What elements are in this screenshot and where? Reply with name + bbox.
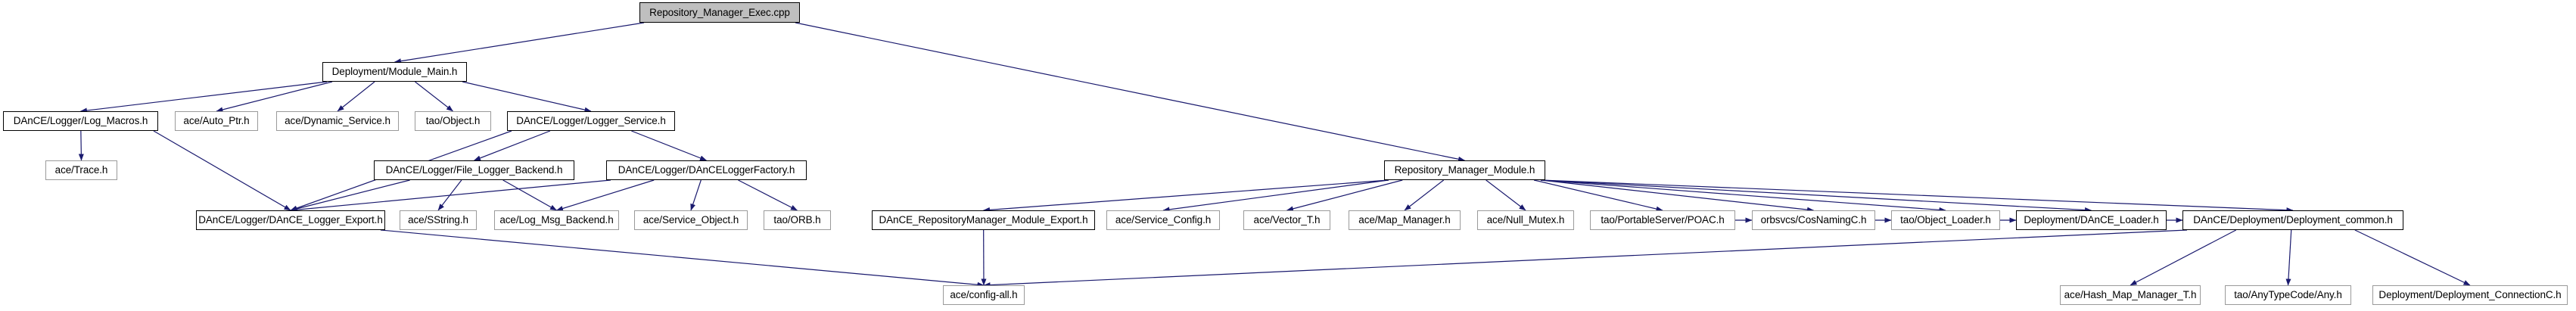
graph-node-label: ace/Null_Mutex.h <box>1486 214 1565 226</box>
graph-node-label: Repository_Manager_Module.h <box>1394 164 1535 176</box>
graph-edge <box>380 229 985 288</box>
graph-node-label: ace/Log_Msg_Backend.h <box>499 214 614 226</box>
graph-node-label: Deployment/DAnCE_Loader.h <box>2024 214 2159 226</box>
graph-node[interactable]: DAnCE_RepositoryManager_Module_Export.h <box>872 210 1095 230</box>
graph-node[interactable]: Deployment/Deployment_ConnectionC.h <box>2372 285 2568 305</box>
graph-edge <box>1162 179 1389 213</box>
graph-node-label: ace/Auto_Ptr.h <box>183 115 250 127</box>
graph-edge <box>337 81 375 112</box>
graph-node[interactable]: ace/Trace.h <box>45 160 117 180</box>
graph-node-label: ace/config-all.h <box>950 289 1018 301</box>
graph-node[interactable]: Repository_Manager_Exec.cpp <box>639 2 800 23</box>
graph-node-label: tao/PortableServer/POAC.h <box>1601 214 1725 226</box>
graph-edge <box>474 130 551 161</box>
graph-edge <box>415 81 453 112</box>
graph-node-label: ace/Vector_T.h <box>1253 214 1321 226</box>
graph-edge <box>1533 179 1663 212</box>
graph-node-label: tao/Object_Loader.h <box>1900 214 1991 226</box>
graph-edge <box>1540 179 1814 213</box>
graph-node[interactable]: orbsvcs/CosNamingC.h <box>1752 210 1875 230</box>
graph-edge <box>795 22 1465 162</box>
graph-node-label: DAnCE/Logger/Log_Macros.h <box>13 115 148 127</box>
graph-edge <box>1540 179 2092 213</box>
graph-edge <box>1540 179 1946 213</box>
graph-edge <box>1404 179 1445 211</box>
graph-node[interactable]: Deployment/DAnCE_Loader.h <box>2016 210 2167 230</box>
graph-node-label: ace/Hash_Map_Manager_T.h <box>2064 289 2197 301</box>
graph-edge <box>502 179 557 211</box>
graph-node-label: DAnCE/Logger/Logger_Service.h <box>516 115 666 127</box>
graph-edge <box>290 179 611 213</box>
graph-node[interactable]: ace/Service_Object.h <box>634 210 748 230</box>
graph-edge <box>738 179 798 211</box>
graph-node[interactable]: ace/config-all.h <box>943 285 1025 305</box>
graph-node-label: Repository_Manager_Exec.cpp <box>649 6 790 18</box>
graph-edge <box>80 81 328 114</box>
graph-edge <box>983 229 2188 288</box>
graph-node-label: DAnCE/Deployment/Deployment_common.h <box>2193 214 2393 226</box>
graph-node[interactable]: tao/ORB.h <box>764 210 831 230</box>
graph-node[interactable]: ace/Hash_Map_Manager_T.h <box>2060 285 2201 305</box>
graph-edge <box>2130 229 2237 286</box>
graph-edge <box>2285 229 2292 286</box>
graph-edge <box>1486 179 1526 211</box>
graph-node[interactable]: tao/Object.h <box>415 111 491 131</box>
graph-node[interactable]: ace/SString.h <box>400 210 477 230</box>
graph-edge <box>394 22 645 64</box>
graph-node-label: DAnCE/Logger/DAnCELoggerFactory.h <box>618 164 795 176</box>
graph-node[interactable]: DAnCE/Logger/File_Logger_Backend.h <box>374 160 574 180</box>
graph-edge <box>1540 179 2294 213</box>
graph-edge <box>690 179 702 211</box>
graph-node[interactable]: DAnCE/Deployment/Deployment_common.h <box>2182 210 2403 230</box>
graph-node[interactable]: ace/Auto_Ptr.h <box>175 111 258 131</box>
graph-node[interactable]: tao/Object_Loader.h <box>1891 210 2000 230</box>
graph-edge <box>983 179 1389 213</box>
graph-node-label: tao/Object.h <box>425 115 481 127</box>
graph-node-label: ace/SString.h <box>408 214 468 226</box>
graph-edge <box>556 179 655 211</box>
graph-node-label: ace/Map_Manager.h <box>1358 214 1451 226</box>
graph-node[interactable]: DAnCE/Logger/Log_Macros.h <box>3 111 158 131</box>
graph-node[interactable]: Deployment/Module_Main.h <box>322 62 467 82</box>
graph-node-label: tao/ORB.h <box>773 214 821 226</box>
graph-node[interactable]: tao/PortableServer/POAC.h <box>1590 210 1735 230</box>
graph-edge <box>2354 229 2471 286</box>
graph-node[interactable]: DAnCE/Logger/DAnCE_Logger_Export.h <box>196 210 385 230</box>
graph-node[interactable]: ace/Map_Manager.h <box>1349 210 1461 230</box>
graph-node-label: Deployment/Deployment_ConnectionC.h <box>2378 289 2562 301</box>
graph-edge <box>1286 179 1403 212</box>
graph-node-label: ace/Service_Config.h <box>1115 214 1212 226</box>
graph-node[interactable]: ace/Dynamic_Service.h <box>276 111 399 131</box>
graph-node[interactable]: ace/Log_Msg_Backend.h <box>494 210 619 230</box>
graph-node[interactable]: ace/Service_Config.h <box>1106 210 1220 230</box>
graph-node-label: tao/AnyTypeCode/Any.h <box>2234 289 2342 301</box>
graph-edge <box>462 81 592 113</box>
graph-node-label: DAnCE_RepositoryManager_Module_Export.h <box>879 214 1088 226</box>
graph-edge <box>290 179 410 212</box>
graph-node[interactable]: DAnCE/Logger/DAnCELoggerFactory.h <box>606 160 807 180</box>
graph-node[interactable]: Repository_Manager_Module.h <box>1384 160 1545 180</box>
graph-node-label: ace/Dynamic_Service.h <box>285 115 390 127</box>
graph-node-label: ace/Trace.h <box>54 164 108 176</box>
graph-edge <box>631 130 707 161</box>
graph-node[interactable]: ace/Null_Mutex.h <box>1477 210 1574 230</box>
graph-node-label: DAnCE/Logger/DAnCE_Logger_Export.h <box>198 214 383 226</box>
graph-node-label: Deployment/Module_Main.h <box>331 66 458 78</box>
graph-node-label: orbsvcs/CosNamingC.h <box>1760 214 1867 226</box>
graph-edge <box>78 130 84 161</box>
graph-node[interactable]: tao/AnyTypeCode/Any.h <box>2225 285 2351 305</box>
graph-node-label: ace/Service_Object.h <box>642 214 739 226</box>
graph-node[interactable]: ace/Vector_T.h <box>1243 210 1330 230</box>
graph-edge <box>437 179 462 211</box>
graph-edge <box>216 81 333 113</box>
graph-edge <box>153 130 291 211</box>
graph-node[interactable]: DAnCE/Logger/Logger_Service.h <box>507 111 675 131</box>
graph-node-label: DAnCE/Logger/File_Logger_Backend.h <box>385 164 563 176</box>
